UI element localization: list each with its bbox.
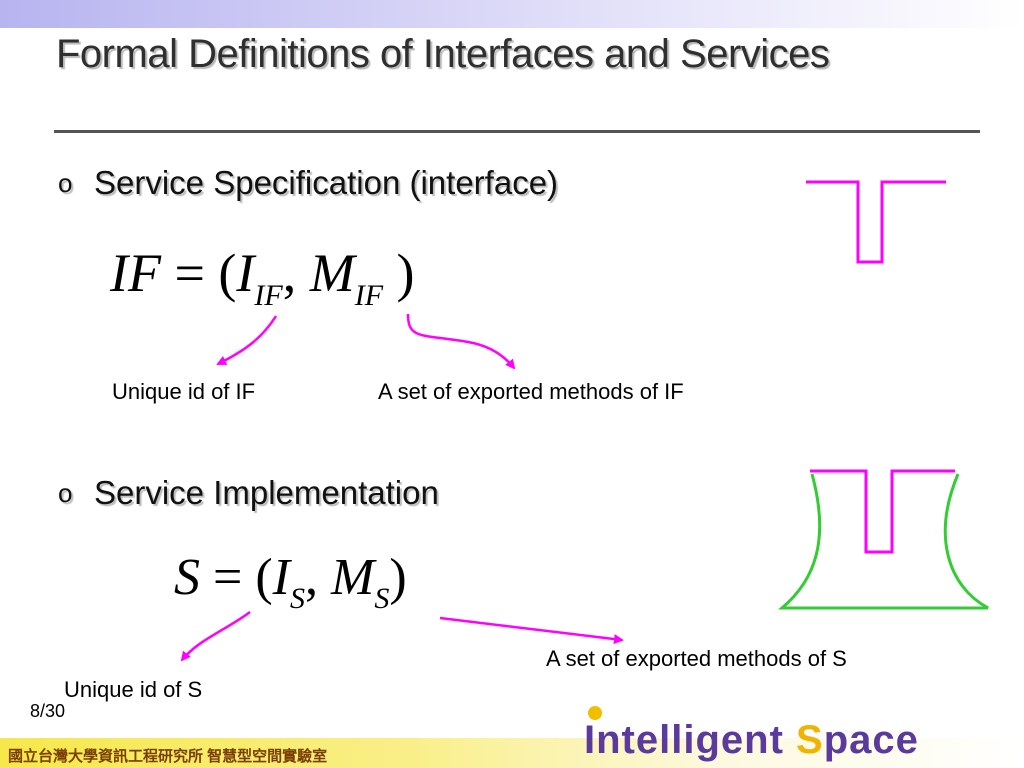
annotation-if-id: Unique id of IF bbox=[112, 379, 256, 404]
formula-service: S = (IS, MS) bbox=[174, 548, 407, 615]
intelligent-space-logo: Intelligent Space bbox=[584, 718, 919, 763]
arrow-if-methods bbox=[406, 313, 516, 370]
interface-shape bbox=[806, 180, 946, 264]
bullet-marker: o bbox=[58, 168, 73, 198]
implementation-socket bbox=[810, 469, 955, 554]
footer-band bbox=[0, 738, 1024, 768]
formula-id-subscript: IF bbox=[254, 279, 283, 312]
formula-close-paren: ) bbox=[389, 549, 407, 606]
formula-lhs: S bbox=[174, 549, 200, 606]
formula-equals-paren: = ( bbox=[174, 243, 237, 303]
arrow-s-methods bbox=[439, 616, 624, 645]
logo-word-intelligent: Intelligent bbox=[584, 718, 784, 762]
page-number: 8/30 bbox=[30, 701, 66, 721]
title-divider bbox=[54, 130, 980, 133]
arrow-s-id bbox=[180, 610, 251, 662]
implementation-body bbox=[777, 473, 989, 610]
footer-organization: 國立台灣大學資訊工程研究所 智慧型空間實驗室 bbox=[8, 748, 328, 765]
formula-id-symbol: I bbox=[236, 243, 255, 303]
bullet-marker: o bbox=[58, 478, 73, 508]
formula-methods-symbol: M bbox=[330, 549, 375, 606]
logo-letter-s: S bbox=[796, 718, 824, 762]
formula-methods-subscript: IF bbox=[354, 279, 384, 312]
logo-dot-icon bbox=[588, 706, 602, 720]
formula-lhs: IF bbox=[110, 243, 161, 303]
formula-methods-symbol: M bbox=[309, 243, 355, 303]
formula-id-symbol: I bbox=[272, 549, 290, 606]
logo-word-pace: pace bbox=[823, 718, 919, 762]
bullet-text: Service Specification (interface) bbox=[94, 164, 559, 201]
bullet-service-implementation: o Service Implementation bbox=[58, 474, 439, 512]
formula-comma: , bbox=[282, 243, 297, 303]
formula-equals-paren: = ( bbox=[213, 549, 273, 606]
slide-title: Formal Definitions of Interfaces and Ser… bbox=[56, 32, 830, 76]
arrow-if-id bbox=[216, 315, 278, 366]
top-gradient-band bbox=[0, 0, 1024, 28]
bullet-service-specification: o Service Specification (interface) bbox=[58, 164, 558, 202]
annotation-if-methods: A set of exported methods of IF bbox=[378, 379, 684, 404]
formula-methods-subscript: S bbox=[374, 582, 390, 615]
bullet-text: Service Implementation bbox=[94, 474, 439, 511]
annotation-s-id: Unique id of S bbox=[64, 677, 203, 702]
annotation-s-methods: A set of exported methods of S bbox=[546, 646, 847, 671]
formula-id-subscript: S bbox=[289, 582, 305, 615]
formula-interface: IF = (IIF, MIF ) bbox=[110, 242, 415, 312]
formula-comma: , bbox=[304, 549, 318, 606]
formula-close-paren: ) bbox=[396, 243, 415, 303]
